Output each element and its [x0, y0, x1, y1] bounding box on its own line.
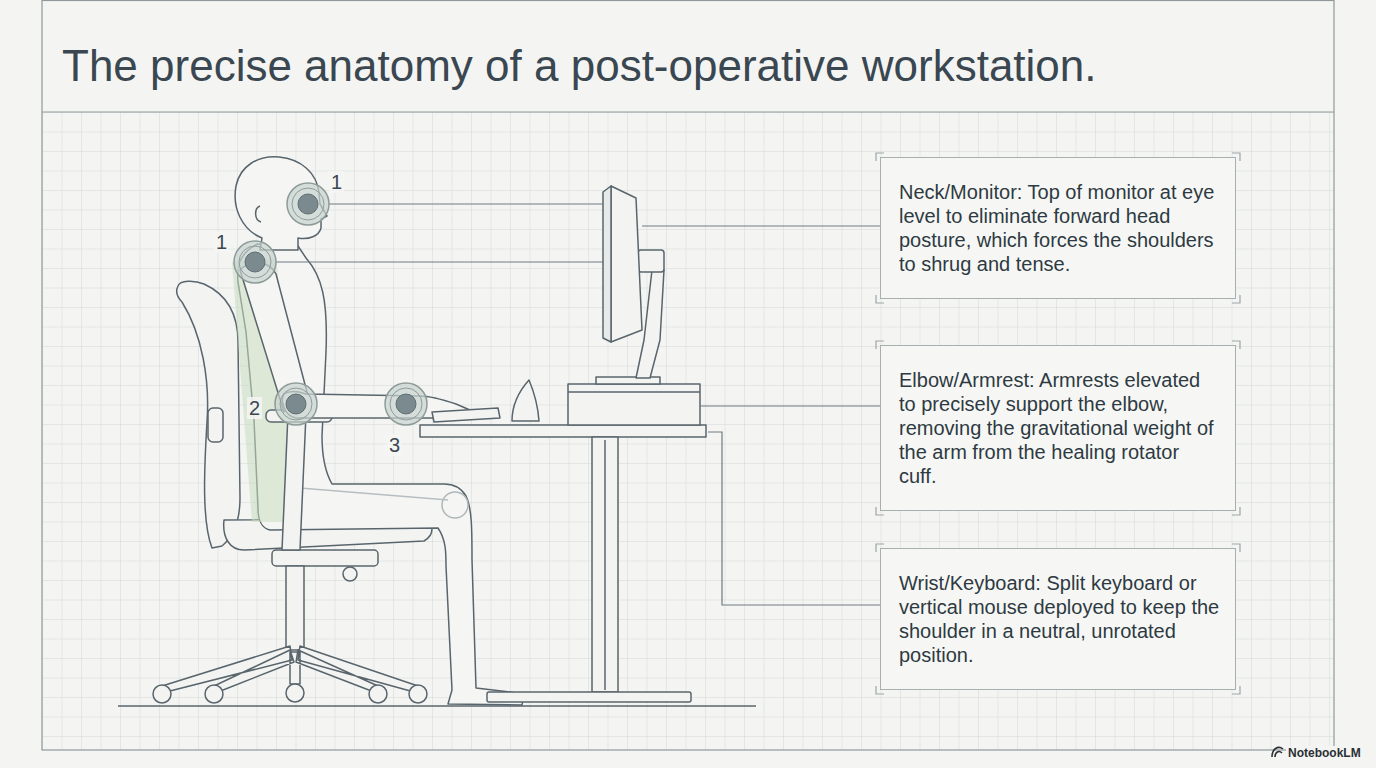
callout-marker — [390, 388, 422, 420]
callout-marker — [396, 394, 416, 414]
seat-knob — [343, 567, 357, 581]
monitor — [568, 186, 700, 425]
figure-arm — [240, 263, 472, 419]
floor-line — [118, 706, 756, 707]
callout-marker — [292, 188, 324, 220]
monitor-riser — [568, 384, 700, 425]
callout-marker — [287, 183, 329, 225]
seat-mechanism — [272, 550, 378, 566]
vertical-mouse — [512, 380, 539, 421]
watermark-icon — [1272, 747, 1283, 757]
desk-top — [420, 425, 706, 437]
callout-marker — [239, 246, 271, 278]
gas-column — [286, 566, 304, 650]
chair-wheel — [286, 684, 304, 702]
diagram-title: The precise anatomy of a post-operative … — [62, 40, 1097, 92]
callout-marker — [234, 183, 427, 425]
input-devices — [432, 380, 539, 422]
callout-number: 3 — [387, 434, 402, 456]
stand-bracket — [638, 250, 664, 272]
callout-number: 1 — [329, 171, 344, 193]
leader-line — [276, 261, 604, 262]
grid-paper — [42, 112, 1334, 750]
keyboard — [432, 408, 500, 422]
desk-leg — [592, 437, 618, 692]
chair-wheel — [409, 685, 427, 703]
riser-line — [568, 391, 700, 393]
monitor-screen — [603, 186, 611, 342]
leader-line — [708, 432, 880, 605]
chair-armrest — [266, 410, 332, 550]
callout-number: 1 — [214, 231, 229, 253]
callout-marker — [234, 241, 276, 283]
callout-marker — [275, 383, 317, 425]
page-frame — [42, 1, 1334, 751]
leg-line — [300, 488, 448, 500]
leader-line — [329, 203, 603, 204]
callout-marker — [275, 383, 317, 425]
callout-marker — [385, 383, 427, 425]
callout-marker — [234, 241, 276, 283]
leader-line — [276, 204, 880, 605]
standing-desk — [420, 425, 706, 702]
page-frame — [42, 1, 1334, 751]
desk-foot — [487, 692, 691, 702]
chair-wheel — [205, 685, 223, 703]
chair-wheel — [153, 685, 171, 703]
callout-text: Neck/Monitor: Top of monitor at eye leve… — [899, 180, 1221, 276]
floor-line — [118, 705, 756, 707]
callout-marker — [280, 388, 312, 420]
callout-marker — [385, 383, 427, 425]
page-frame — [42, 111, 1334, 112]
callout-marker — [286, 394, 306, 414]
lumbar-knob — [208, 408, 223, 442]
watermark-icon — [1272, 747, 1283, 757]
chair-wheel — [369, 685, 387, 703]
callout-box: Wrist/Keyboard: Split keyboard or vertic… — [880, 548, 1236, 690]
leader-line — [642, 225, 880, 226]
monitor-housing — [611, 186, 642, 342]
callout-marker — [245, 252, 265, 272]
armrest-post — [282, 414, 306, 550]
callout-box: Elbow/Armrest: Armrests elevated to prec… — [880, 345, 1236, 511]
figure-ear — [256, 206, 261, 222]
knee-joint — [442, 492, 468, 518]
callout-marker — [298, 194, 318, 214]
watermark: NotebookLM — [1286, 746, 1363, 760]
callout-number: 2 — [247, 397, 262, 419]
leader-line — [700, 405, 880, 406]
desk-leg-line — [604, 440, 606, 690]
chair-backrest — [177, 281, 240, 548]
figure-head — [235, 157, 327, 250]
callout-marker — [287, 183, 329, 225]
callout-text: Wrist/Keyboard: Split keyboard or vertic… — [899, 571, 1221, 667]
callout-text: Elbow/Armrest: Armrests elevated to prec… — [899, 368, 1221, 488]
callout-box: Neck/Monitor: Top of monitor at eye leve… — [880, 157, 1236, 299]
